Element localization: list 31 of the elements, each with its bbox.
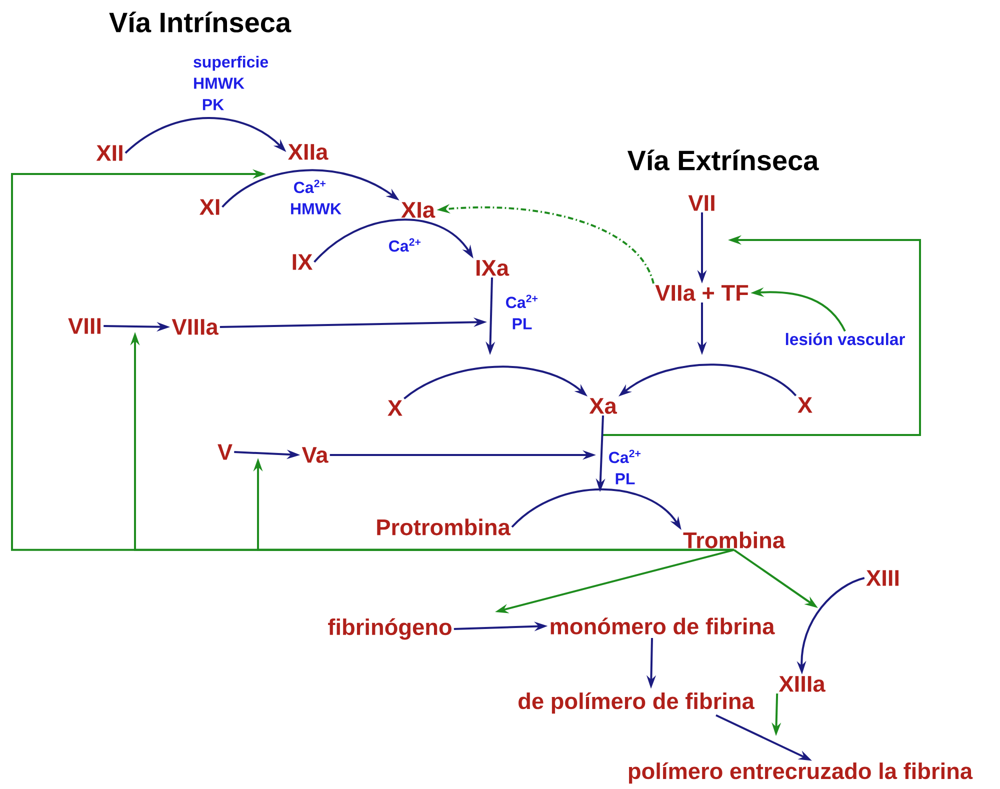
pathway-title: Vía Extrínseca: [627, 150, 819, 170]
factor-label: IX: [292, 254, 312, 270]
cofactor-label: Ca$^{2+}$: [389, 238, 421, 252]
factor-label: X: [798, 397, 812, 413]
factor-label: XIa: [401, 202, 436, 218]
factor-label: VII: [688, 195, 714, 211]
factor-label: X: [388, 400, 402, 416]
factor-label: monómero de fibrina: [550, 618, 775, 634]
trigger-label: lesión vascular: [786, 332, 905, 346]
cofactor-label: Ca$^{2+}$ PL: [609, 450, 641, 484]
factor-label: de polímero de fibrina: [518, 692, 755, 714]
factor-label: polímero entrecruzado la fibrina: [628, 762, 973, 784]
factor-label: VIIa + TF: [655, 285, 748, 301]
factor-label: XIIa: [288, 144, 328, 160]
factor-label: Protrombina: [377, 518, 511, 536]
factor-label: XII: [96, 145, 122, 161]
factor-label: XIIIa: [778, 676, 826, 692]
factor-label: VIII: [68, 318, 101, 334]
cofactor-label: superficie HMWK PK: [194, 56, 268, 110]
factor-label: fibrinógeno: [328, 618, 452, 640]
factor-label: Va: [302, 447, 328, 463]
factor-label: Xa: [589, 398, 618, 414]
factor-label: V: [218, 444, 232, 460]
cofactor-label: Ca$^{2+}$ HMWK: [291, 180, 342, 214]
factor-label: XI: [200, 199, 220, 215]
factor-label: IXa: [476, 260, 510, 276]
factor-label: Trombina: [683, 532, 786, 548]
pathway-title: Vía Intrínseca: [109, 12, 292, 32]
cofactor-label: Ca$^{2+}$ PL: [506, 294, 538, 330]
factor-label: VIIIa: [172, 319, 218, 335]
factor-label: XIII: [866, 570, 898, 586]
